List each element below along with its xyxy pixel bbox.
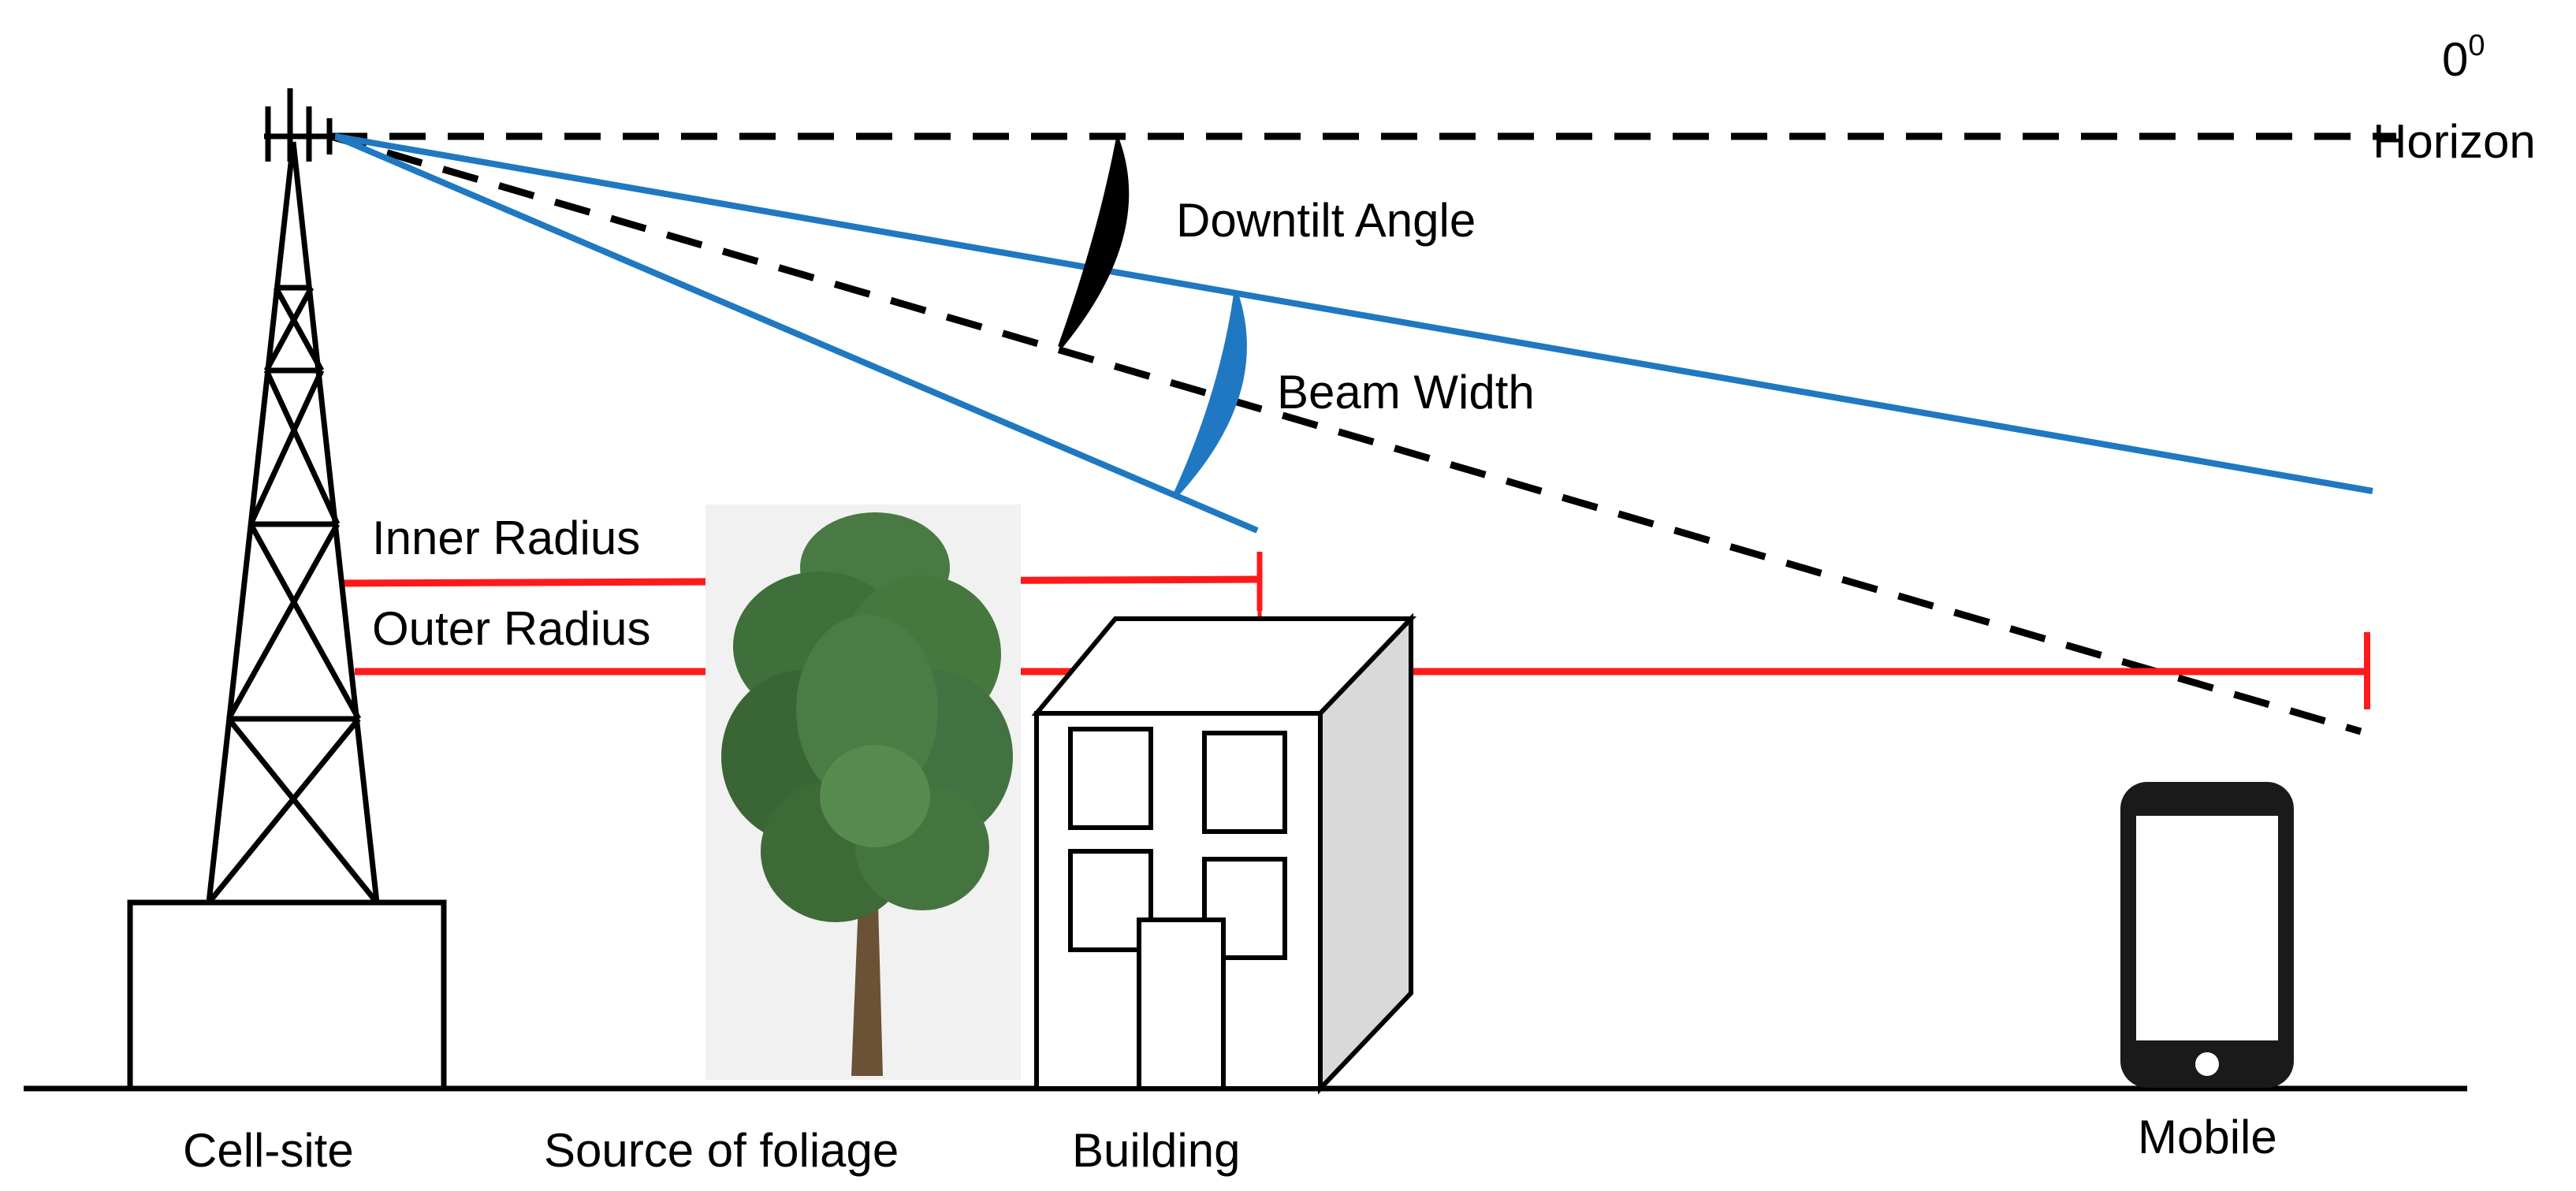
cell-site-label: Cell-site [183,1124,354,1177]
downtilt-line [329,132,2362,735]
inner-radius-label: Inner Radius [372,512,640,564]
beam-width-label: Beam Width [1277,366,1535,419]
beam-upper-edge [334,133,2373,494]
downtilt-angle-arc [1058,132,1130,348]
tree-icon [705,504,1021,1080]
antenna-icon [264,88,335,162]
building-icon [1031,612,1417,1095]
beam-width-arc [1172,293,1247,499]
horizon-label: Horizon [2373,115,2536,168]
horizon-degree-label: 00 [2442,29,2485,86]
tower-base [127,899,447,1092]
outer-radius-label: Outer Radius [372,602,651,655]
mobile-label: Mobile [2138,1111,2277,1163]
foliage-label: Source of foliage [544,1124,899,1177]
building-label: Building [1072,1124,1241,1177]
beam-lower-edge [333,133,1259,534]
downtilt-angle-label: Downtilt Angle [1176,194,1476,247]
cell-tower-icon [127,141,447,1092]
smartphone-icon [2120,782,2294,1088]
